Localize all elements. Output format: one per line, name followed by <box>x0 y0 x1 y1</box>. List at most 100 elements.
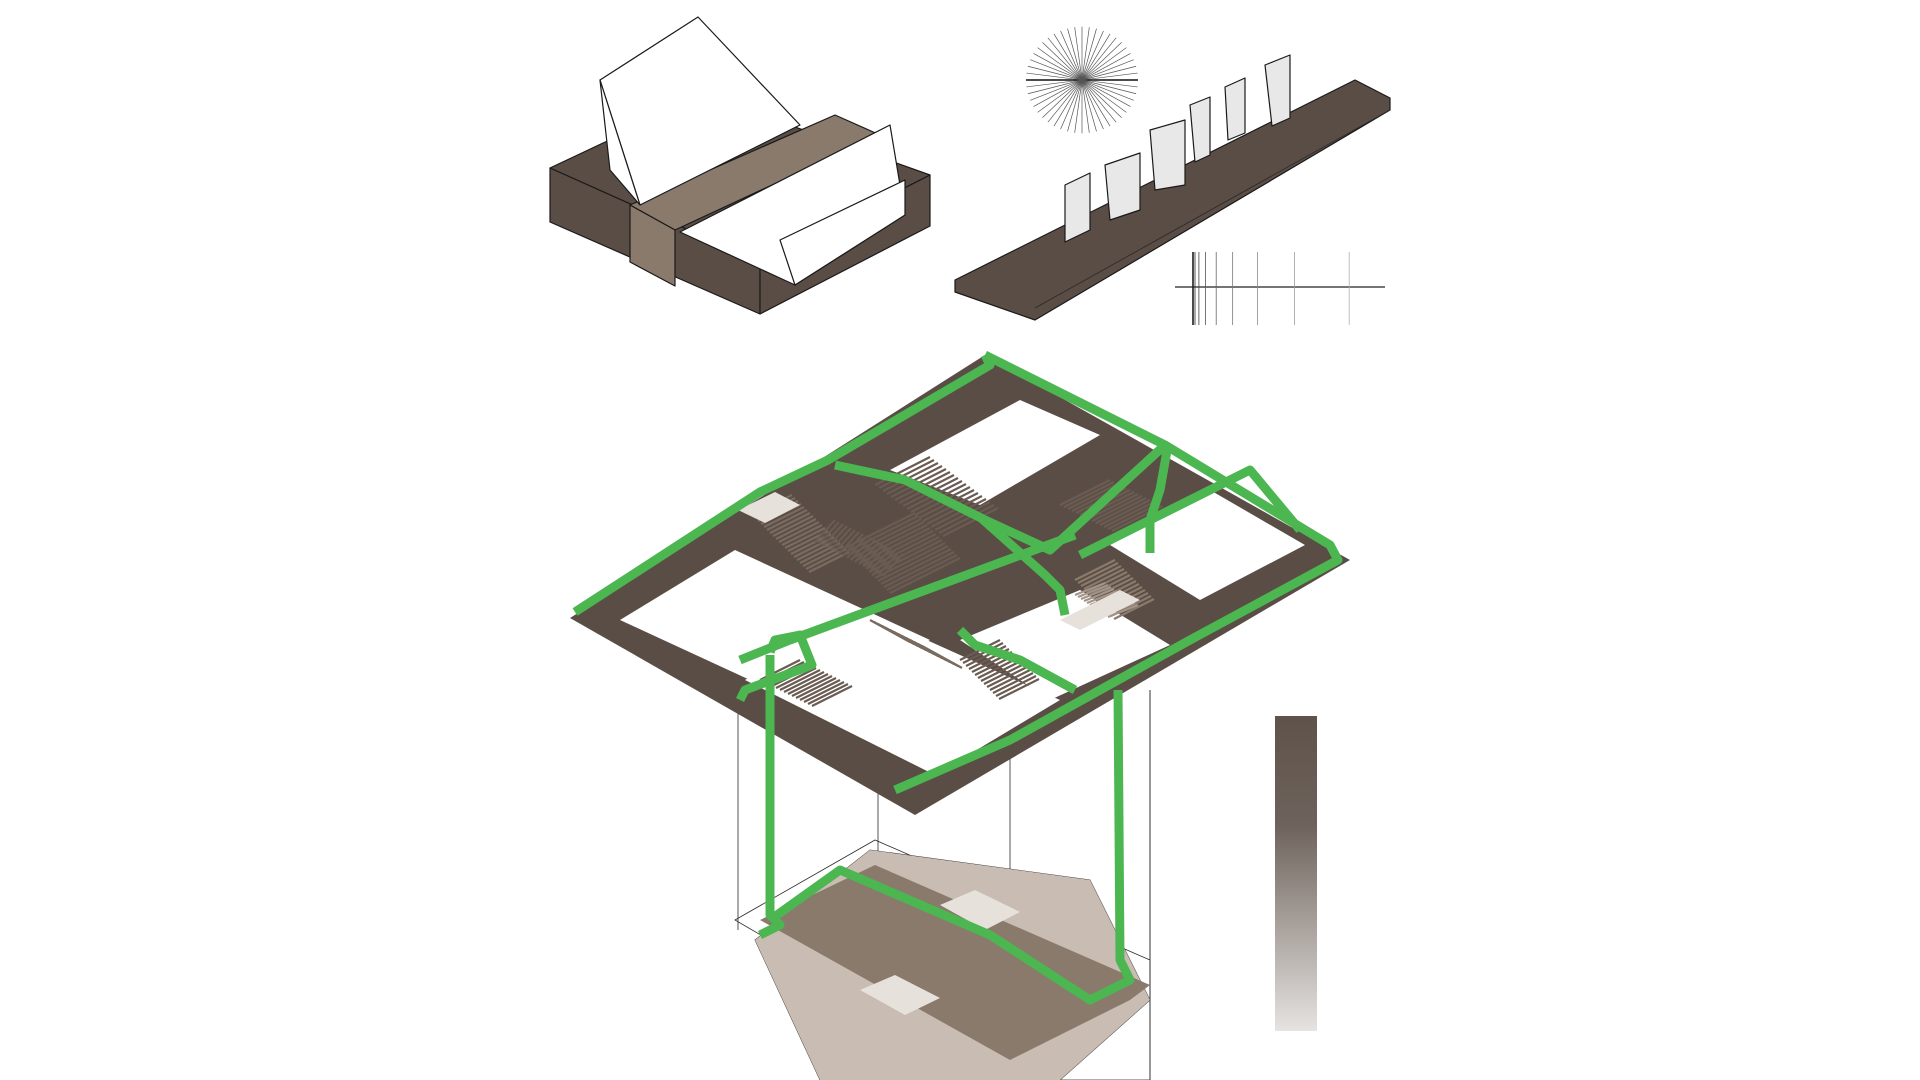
stair-tread <box>787 673 829 695</box>
stair-tread <box>1059 479 1111 506</box>
stair-tread <box>783 671 825 693</box>
stair-tread <box>989 669 1031 691</box>
stair-tread <box>998 678 1040 700</box>
stair-tread <box>781 524 823 546</box>
stair-landing-top <box>738 492 800 523</box>
stair-tread <box>1077 583 1109 599</box>
stair-tread <box>870 547 892 571</box>
stair-circulation-axon <box>570 350 1350 1080</box>
stair-tread <box>934 501 991 531</box>
stair-tread <box>814 519 836 543</box>
white-volume-left-face <box>599 79 641 206</box>
massing-block-icon <box>549 16 931 315</box>
stair-tread <box>962 642 1004 664</box>
starburst-icon <box>1026 26 1138 134</box>
stair-tread <box>992 672 1034 694</box>
stair-tread <box>1113 598 1155 620</box>
stair-tread <box>1091 495 1143 522</box>
stair-tread <box>878 459 935 489</box>
upper-floor <box>570 355 1350 815</box>
stair-tread <box>1083 587 1115 603</box>
stair-tread <box>1095 497 1147 524</box>
fin-strip-base <box>954 79 1391 321</box>
stair-tread <box>1063 481 1115 508</box>
stair-tread <box>775 518 817 540</box>
stair-tread <box>866 545 888 569</box>
stair-tread <box>980 660 1022 682</box>
stair-tread <box>1080 585 1112 601</box>
stair-tread <box>926 495 983 525</box>
stair-tread <box>865 533 937 570</box>
stair-tread <box>889 557 961 594</box>
stair-tread <box>1067 483 1119 510</box>
stair-tread <box>883 551 955 588</box>
starburst-line <box>1026 72 1138 88</box>
fin-5 <box>1224 77 1246 141</box>
stair-tread <box>1083 568 1125 590</box>
stair-tread <box>763 506 805 528</box>
stair-tread <box>930 498 987 528</box>
stair-tread <box>1074 581 1106 597</box>
stair-tread <box>838 531 860 555</box>
stair-tread <box>826 525 848 549</box>
void-front <box>745 610 1060 775</box>
fin-6 <box>1264 54 1291 127</box>
stair-tread <box>942 507 999 537</box>
stair-tread <box>938 504 995 534</box>
lower-landing-2 <box>860 975 940 1015</box>
fin-4 <box>1189 96 1211 163</box>
fin-strip-edge <box>1034 109 1391 309</box>
stair-tread <box>775 667 817 689</box>
stair-tread <box>1107 603 1139 619</box>
stair-landing-right <box>1060 590 1140 630</box>
stair-tread <box>874 456 931 486</box>
stair-tread <box>791 675 833 697</box>
stair-tread <box>1074 559 1116 581</box>
stair-tread <box>921 645 963 669</box>
stair-tread <box>862 530 934 567</box>
stair-tread <box>844 512 916 549</box>
stair-tread <box>853 521 925 558</box>
stair-tread <box>1099 499 1151 526</box>
stair-tread <box>822 523 844 547</box>
stair-tread <box>1077 562 1119 584</box>
stair-tread <box>1087 493 1139 520</box>
void-back <box>890 400 1100 505</box>
vertical-fins-icon <box>954 54 1391 321</box>
gradient-legend-bar <box>1275 716 1317 1031</box>
stair-tread <box>830 527 852 551</box>
fin-2 <box>1104 152 1141 221</box>
stair-tread <box>784 527 826 549</box>
fin-3 <box>1149 119 1186 191</box>
lower-floor <box>734 839 1151 1080</box>
stair-tread <box>818 521 840 545</box>
void-right <box>1110 490 1305 600</box>
stair-tread <box>803 681 845 703</box>
stair-tread <box>886 554 958 591</box>
stair-tread <box>859 527 931 564</box>
stair-tread <box>811 685 853 707</box>
stair-tread <box>877 545 949 582</box>
stair-tread <box>856 524 928 561</box>
lower-band <box>760 865 1150 1060</box>
circulation-path <box>572 350 1343 1005</box>
stair-tread <box>778 521 820 543</box>
stair-tread <box>882 462 939 492</box>
stair-tread <box>1086 589 1118 605</box>
stair-tread <box>779 669 821 691</box>
line-gradient-icon <box>1175 252 1385 325</box>
stair-tread <box>874 542 946 579</box>
stair-tread <box>834 529 856 553</box>
stair-tread <box>766 509 808 531</box>
stair-tread <box>880 548 952 585</box>
stair-tread <box>799 679 841 701</box>
fin-1 <box>1064 172 1091 243</box>
band-face <box>629 204 676 287</box>
stair-tread <box>769 512 811 534</box>
stair-tread <box>868 536 940 573</box>
stair-tread <box>772 515 814 537</box>
stair-tread <box>847 515 919 552</box>
stair-tread <box>1103 501 1155 528</box>
stair-tread <box>807 683 849 705</box>
